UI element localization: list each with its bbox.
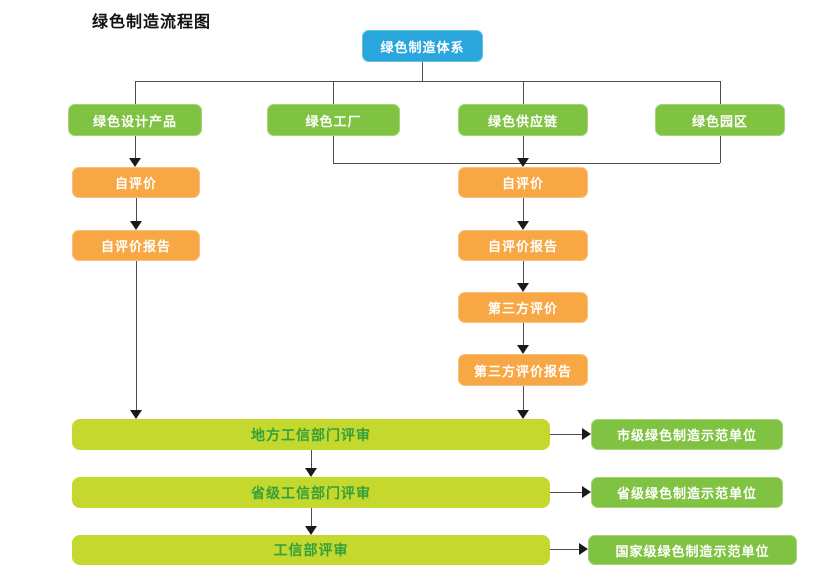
arrowhead-design-to-selfeval xyxy=(129,158,141,167)
connector-mid-selfeval-to-report xyxy=(523,198,524,221)
connector-drop-supply-chain xyxy=(523,81,524,104)
node-mid-self-evaluation-report: 自评价报告 xyxy=(458,230,588,261)
connector-local-to-city-result xyxy=(550,434,582,435)
node-city-level-demo-unit: 市级绿色制造示范单位 xyxy=(591,419,783,450)
arrowhead-provincial-to-provincial-result xyxy=(582,486,591,498)
connector-park-down xyxy=(720,136,721,163)
node-third-party-evaluation-report: 第三方评价报告 xyxy=(458,354,588,386)
node-mid-self-evaluation: 自评价 xyxy=(458,167,588,198)
connector-factory-down xyxy=(333,136,334,163)
arrowhead-mid-selfeval-to-report xyxy=(517,221,529,230)
node-local-miit-review: 地方工信部门评审 xyxy=(72,419,550,450)
connector-drop-design-product xyxy=(135,81,136,104)
connector-drop-factory xyxy=(333,81,334,104)
node-miit-review: 工信部评审 xyxy=(72,535,550,565)
node-green-manufacturing-system: 绿色制造体系 xyxy=(362,30,483,62)
connector-supplychain-to-selfeval xyxy=(523,136,524,158)
arrowhead-local-to-city-result xyxy=(582,428,591,440)
node-green-supply-chain: 绿色供应链 xyxy=(458,104,588,136)
connector-local-to-provincial xyxy=(311,450,312,468)
connector-drop-park xyxy=(720,81,721,104)
node-third-party-evaluation: 第三方评价 xyxy=(458,292,588,323)
node-national-level-demo-unit: 国家级绿色制造示范单位 xyxy=(588,535,797,565)
connector-left-report-to-local-review xyxy=(136,261,137,410)
node-left-self-evaluation-report: 自评价报告 xyxy=(72,230,200,261)
arrowhead-left-selfeval-to-report xyxy=(130,221,142,230)
connector-top-rail xyxy=(135,81,721,82)
arrowhead-local-to-provincial xyxy=(305,468,317,477)
node-provincial-level-demo-unit: 省级绿色制造示范单位 xyxy=(591,477,783,508)
arrowhead-thirdparty-to-tpreport xyxy=(517,345,529,354)
connector-provincial-to-provincial-result xyxy=(550,492,582,493)
arrowhead-provincial-to-miit xyxy=(305,526,317,535)
connector-design-to-selfeval xyxy=(135,136,136,159)
connector-root-stem xyxy=(422,62,423,81)
node-green-design-product: 绿色设计产品 xyxy=(68,104,202,136)
node-left-self-evaluation: 自评价 xyxy=(72,167,200,198)
node-green-park: 绿色园区 xyxy=(655,104,785,136)
connector-left-selfeval-to-report xyxy=(136,198,137,221)
connector-miit-to-national-result xyxy=(550,549,579,550)
arrowhead-left-report-to-local-review xyxy=(130,410,142,419)
page-title: 绿色制造流程图 xyxy=(92,14,212,31)
arrowhead-tpreport-to-local-review xyxy=(517,410,529,419)
connector-thirdparty-to-tpreport xyxy=(523,323,524,345)
arrowhead-report-to-thirdparty xyxy=(517,283,529,292)
node-green-factory: 绿色工厂 xyxy=(267,104,400,136)
connector-report-to-thirdparty xyxy=(523,261,524,283)
connector-provincial-to-miit xyxy=(311,508,312,526)
arrowhead-miit-to-national-result xyxy=(579,543,588,555)
connector-tpreport-to-local-review xyxy=(523,386,524,410)
node-provincial-miit-review: 省级工信部门评审 xyxy=(72,477,550,508)
arrowhead-merge-to-selfeval xyxy=(517,158,529,167)
